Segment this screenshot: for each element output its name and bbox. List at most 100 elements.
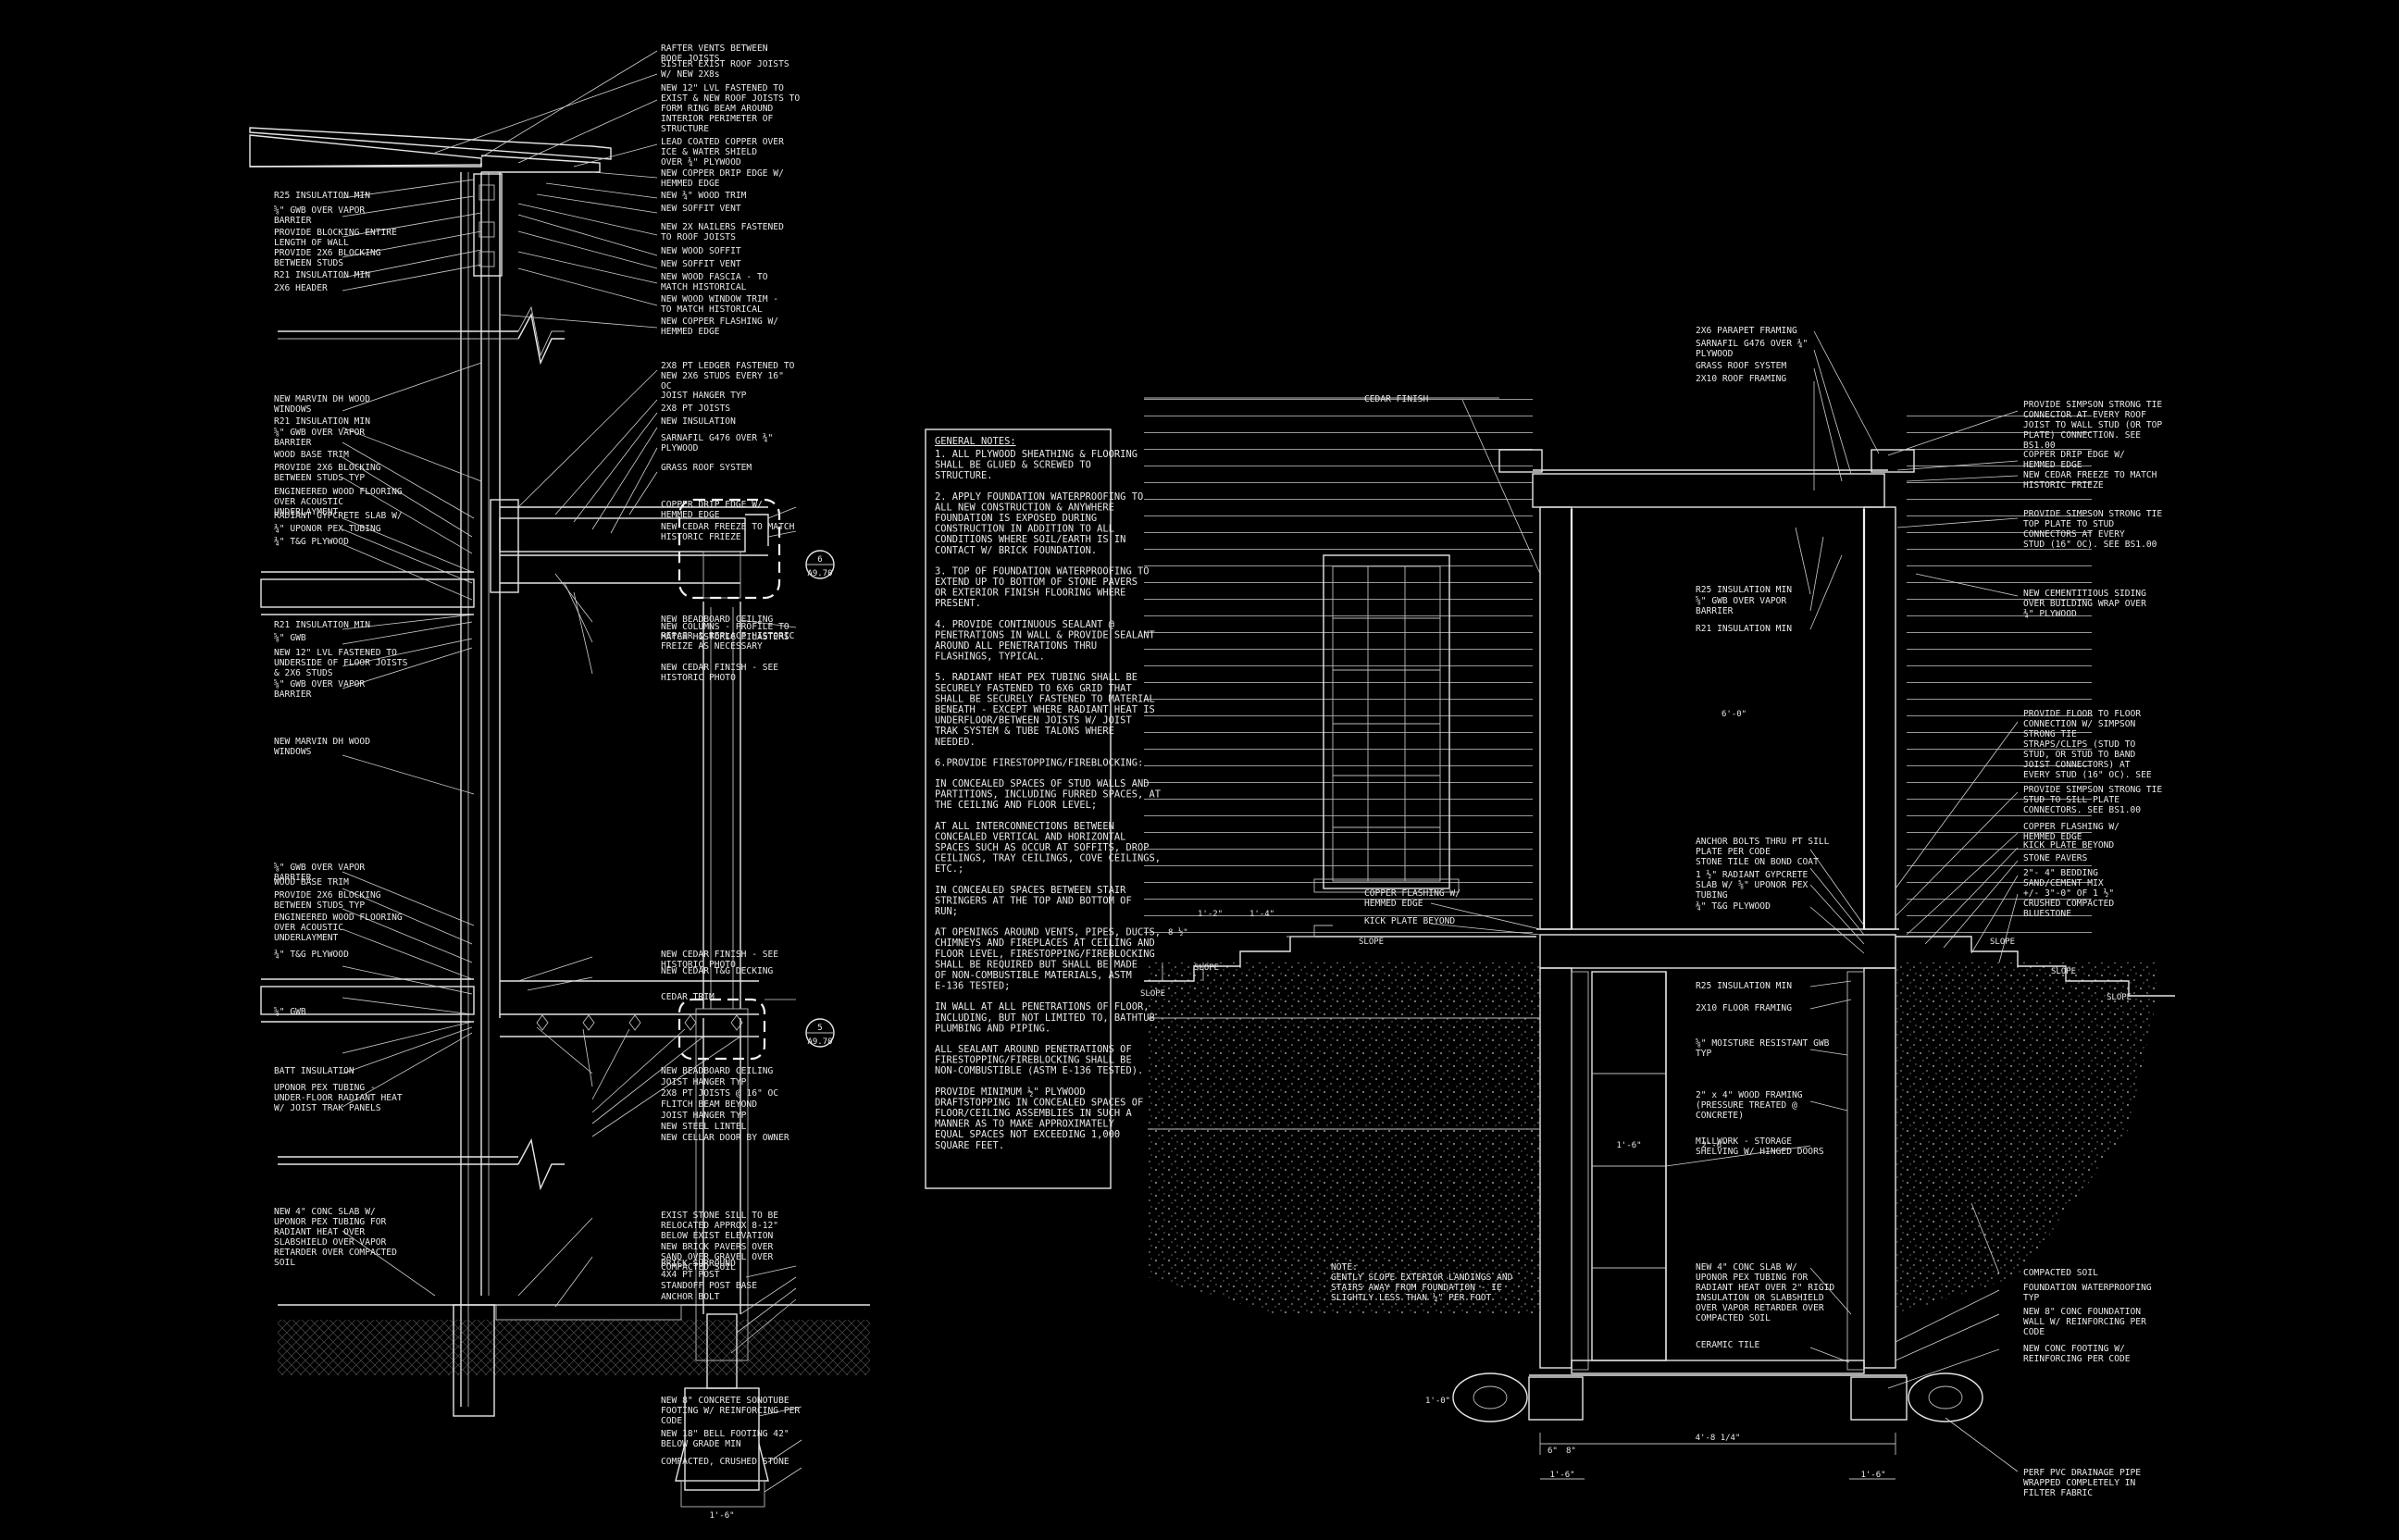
callout-label: BATT INSULATION [274,1066,354,1076]
callout-label: ¾" T&G PLYWOOD [274,949,349,960]
callout-label: NEW CEDAR T&G DECKING [661,966,774,976]
callout-label: STONE TILE ON BOND COAT [1696,857,1819,867]
slope-label: SLOPE [2107,993,2132,1002]
dimension-label: 8" [1566,1447,1576,1456]
callout-label: ¾" T&G PLYWOOD [1696,900,1771,912]
callout-label: NEW COPPER FLASHING W/HEMMED EDGE [661,317,778,337]
callout-label: CEDAR TRIM [661,992,715,1002]
callout-label: NEW BEADBOARD CEILING [661,615,774,625]
callout-label: COPPER FLASHING W/HEMMED EDGE [1364,888,1461,909]
callout-label: WOOD BASE TRIM [274,450,349,460]
callout-label: COPPER DRIP EDGE W/HEMMED EDGE [2023,450,2125,470]
callout-label: R21 INSULATION MIN [274,270,370,280]
callout-label: GRASS ROOF SYSTEM [661,463,752,473]
callout-label: 2X8 PT JOISTS @ 16" OC [661,1088,778,1099]
callout-label: 2X10 FLOOR FRAMING [1696,1003,1792,1013]
leader-lines [342,50,2019,1493]
callout-label: R21 INSULATION MIN [274,620,370,630]
callout-label: 2X8 PT JOISTS [661,404,730,414]
footing-depth-dimension: 1'-0" [1425,1397,1450,1406]
step-dimension: 1'-4" [1249,910,1274,919]
callout-label: COPPER DRIP EDGE W/HEMMED EDGE [661,500,763,520]
callout-label: NEW 4" CONC SLAB W/UPONOR PEX TUBING FOR… [274,1207,397,1268]
detail-tag-sheet: A9.70 [807,569,832,578]
callout-label: NEW CONC FOOTING W/REINFORCING PER CODE [2023,1344,2131,1364]
callout-label: NEW 18" BELL FOOTING 42"BELOW GRADE MIN [661,1429,789,1449]
callout-label: WOOD BASE TRIM [274,877,349,888]
slope-label: SLOPE [2051,967,2076,976]
callout-label: RADIANT GYPCRETE SLAB W/ [274,511,403,521]
left-wall-section [249,127,870,1508]
callout-label: NEW ¾" WOOD TRIM [661,190,747,201]
callout-label: COMPACTED, CRUSHED STONE [661,1457,789,1467]
callout-label: R25 INSULATION MIN [1696,981,1792,991]
shelf-dimension: 1'-6" [1616,1141,1641,1150]
callout-label: ⅝" GWB [274,1006,306,1017]
step-dimension: 1'-2" [1198,910,1223,919]
callout-label: R25 INSULATION MIN [274,191,370,201]
callout-label: 2X10 ROOF FRAMING [1696,374,1786,384]
callout-label: R21 INSULATION MIN [1696,624,1792,634]
callout-label: NEW 4" CONC SLAB W/UPONOR PEX TUBING FOR… [1696,1262,1834,1323]
slope-label: SLOPE [1140,989,1165,999]
callout-label: R21 INSULATION MIN [274,416,370,427]
callout-label: NEW SOFFIT VENT [661,259,741,269]
footing-dimension: 1'-6" [1549,1471,1574,1480]
callout-label: NEW CELLAR DOOR BY OWNER [661,1133,789,1143]
detail-tag-sheet: A9.70 [807,1037,832,1047]
cedar-finish-label: CEDAR FINISH [1364,394,1429,404]
general-notes-box [925,428,1112,1189]
callout-label: NEW WOOD SOFFIT [661,246,741,256]
callout-label: ¾" T&G PLYWOOD [274,536,349,547]
callout-label: STANDOFF POST BASE [661,1281,757,1291]
callout-label: 2X6 HEADER [274,283,328,293]
callout-label: 4X4 PT POST [661,1270,720,1280]
dimension-label: 6" [1548,1447,1558,1456]
callout-label: GRASS ROOF SYSTEM [1696,361,1786,371]
detail-tag-number: 5 [817,1024,822,1033]
slope-label: SLOPE [1990,938,2015,947]
callout-label: KICK PLATE BEYOND [2023,840,2114,851]
callout-label: NEW STEEL LINTEL [661,1122,747,1132]
callout-label: NEW BEADBOARD CEILING [661,1066,774,1076]
general-note-item: IN WALL AT ALL PENETRATIONS OF FLOOR,INC… [935,1001,1155,1034]
general-note-item: 6.PROVIDE FIRESTOPPING/FIREBLOCKING: [935,757,1143,768]
callout-label: COPPER FLASHING W/HEMMED EDGE [2023,822,2119,842]
